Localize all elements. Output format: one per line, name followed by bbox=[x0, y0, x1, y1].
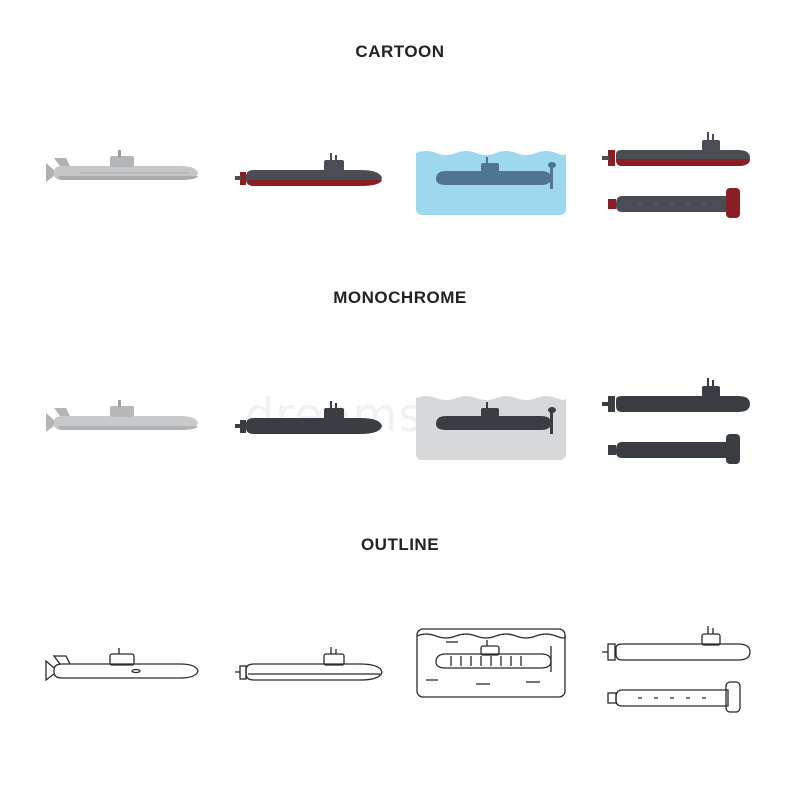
outline-dark-submarine-icon bbox=[235, 647, 383, 681]
mono-twin-submarine-icon bbox=[602, 378, 750, 464]
section-title-outline: OUTLINE bbox=[360, 535, 440, 554]
section-title-cartoon: CARTOON bbox=[355, 42, 445, 61]
red-keel-submarine-icon bbox=[235, 153, 382, 186]
gray-submarine-icon bbox=[46, 150, 198, 182]
outline-gray-submarine-icon bbox=[45, 648, 199, 682]
mono-underwater-submarine-icon bbox=[416, 390, 566, 460]
section-title-monochrome: MONOCHROME bbox=[333, 288, 467, 307]
mono-dark-submarine-icon bbox=[235, 401, 382, 434]
outline-underwater-submarine-icon bbox=[416, 628, 566, 698]
underwater-submarine-icon bbox=[416, 145, 566, 215]
outline-twin-submarine-icon bbox=[602, 626, 751, 713]
twin-submarine-icon bbox=[602, 132, 750, 218]
mono-gray-submarine-icon bbox=[46, 400, 198, 432]
